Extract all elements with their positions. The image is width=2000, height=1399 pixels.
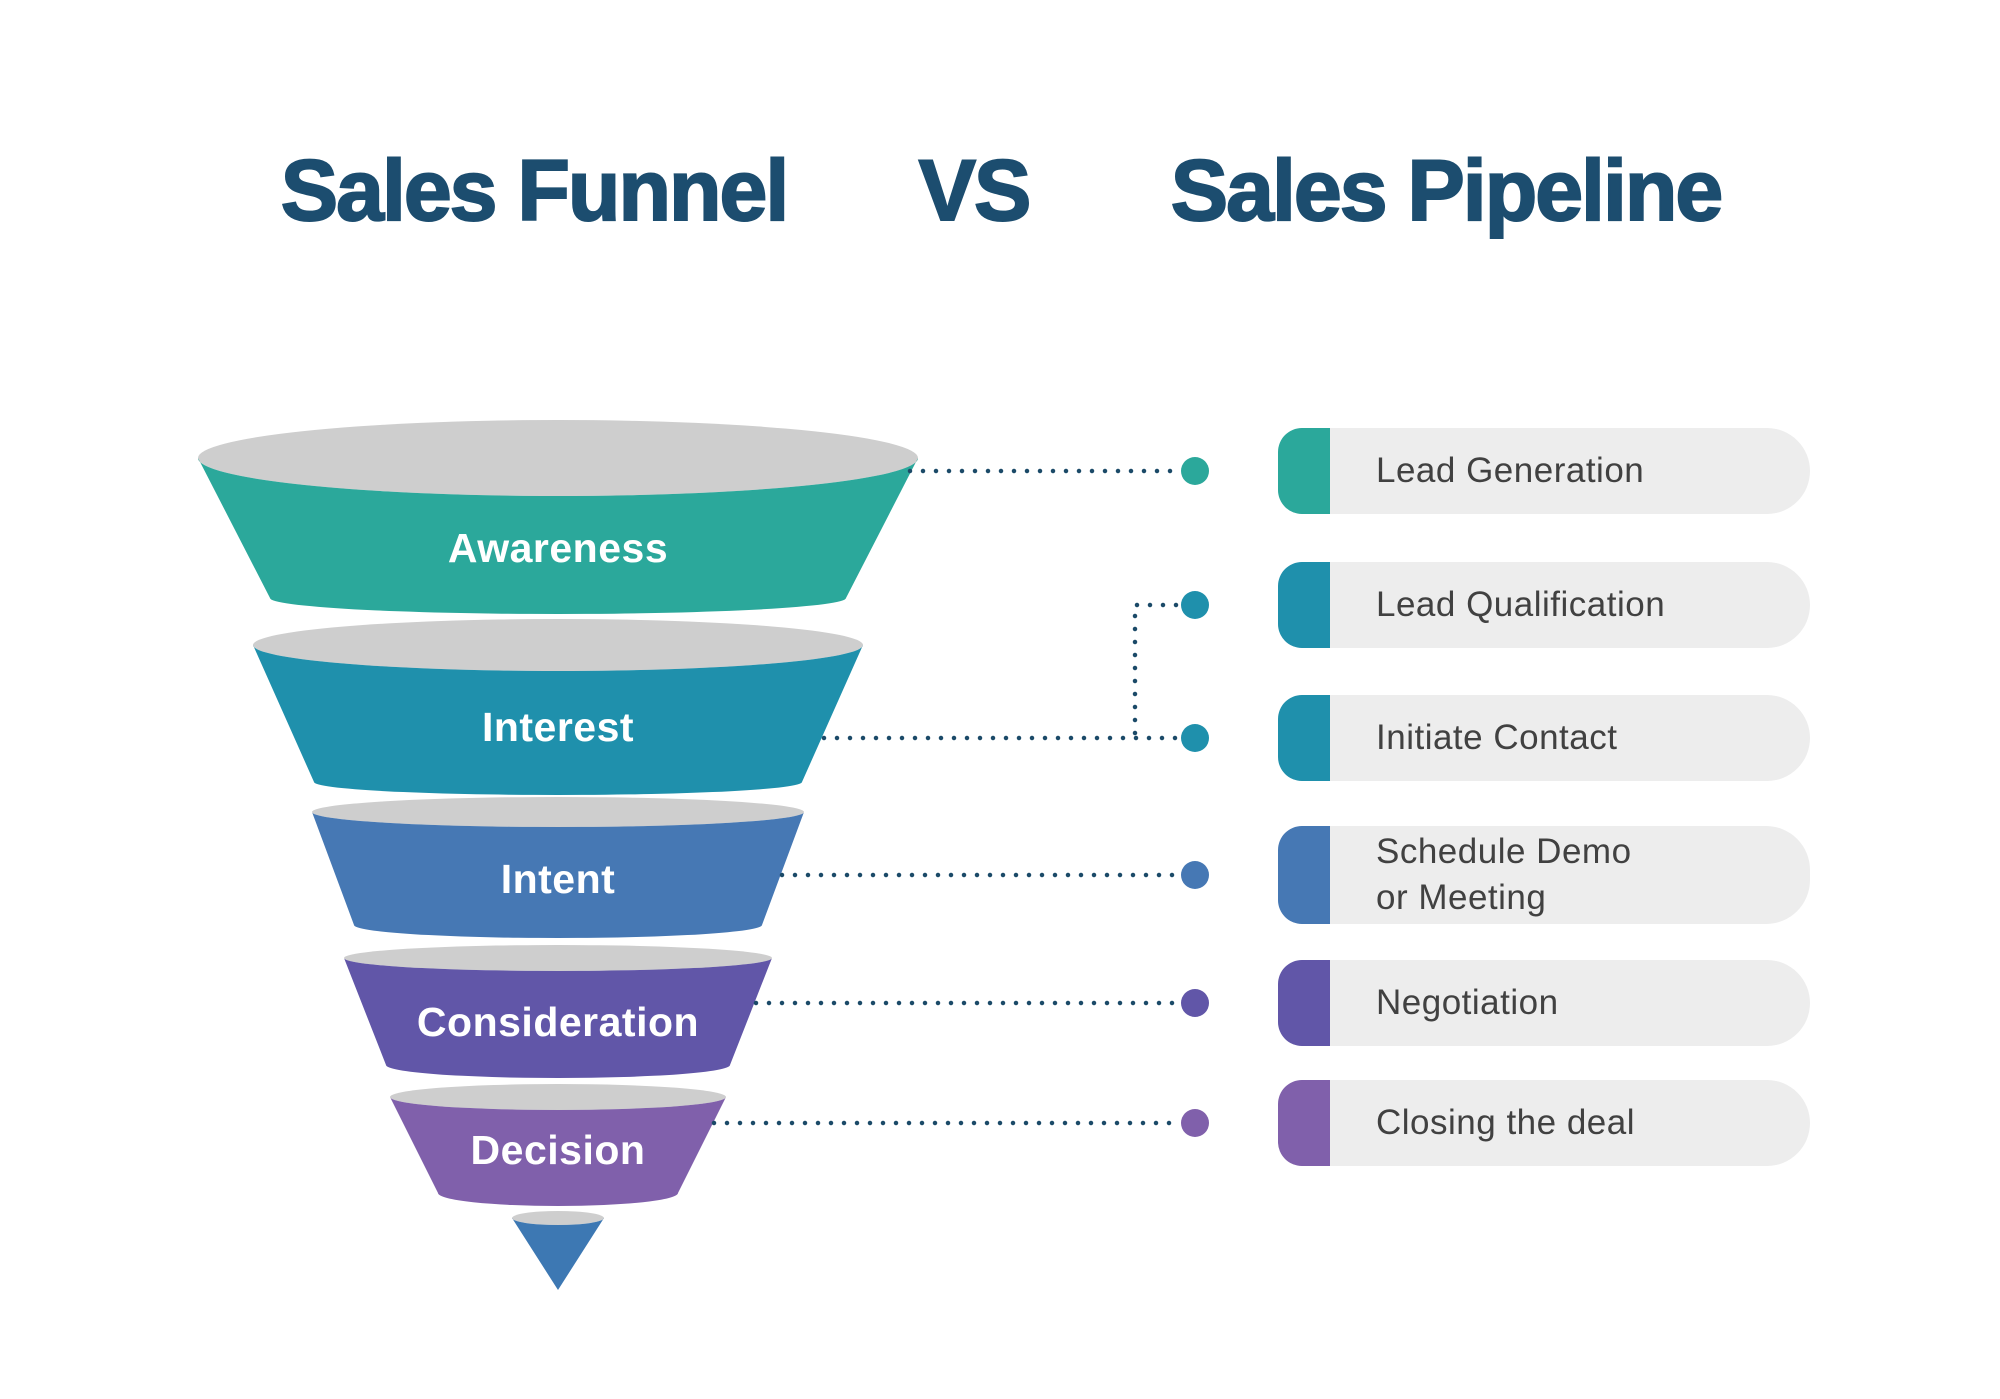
pipeline-item-tab: [1278, 562, 1330, 648]
funnel-stage-decision: [390, 1097, 726, 1206]
pipeline-item-tab: [1278, 695, 1330, 781]
funnel-spout-cone: [512, 1218, 604, 1290]
pipeline-item-negotiation: Negotiation: [1278, 960, 1810, 1046]
funnel-spout-top-surface: [512, 1211, 604, 1225]
funnel-top-surface-intent: [312, 797, 804, 827]
pipeline-item-label: Schedule Demo or Meeting: [1376, 831, 1632, 917]
funnel-stage-awareness-label: Awareness: [448, 525, 668, 571]
pipeline-item-tab: [1278, 428, 1330, 514]
connector-dot-lead-generation: [1181, 457, 1209, 485]
title-sales-funnel: Sales Funnel: [280, 142, 790, 240]
funnel-stage-interest-label: Interest: [482, 704, 634, 750]
funnel-stage-intent-label: Intent: [501, 856, 616, 902]
pipeline-item-label: Lead Qualification: [1376, 584, 1666, 624]
title-vs: VS: [918, 142, 1033, 240]
connector-dot-schedule-demo: [1181, 861, 1209, 889]
pipeline-item-label: Closing the deal: [1376, 1102, 1635, 1142]
title-sales-pipeline: Sales Pipeline: [1170, 142, 1724, 240]
pipeline-item-lead-qualification: Lead Qualification: [1278, 562, 1810, 648]
connector-dot-negotiation: [1181, 989, 1209, 1017]
pipeline-item-lead-generation: Lead Generation: [1278, 428, 1810, 514]
funnel-stage-intent: [312, 812, 804, 938]
connector-dot-initiate-contact: [1181, 724, 1209, 752]
pipeline-item-label: Lead Generation: [1376, 450, 1645, 490]
pipeline-item-schedule-demo: Schedule Demo or Meeting: [1278, 826, 1810, 924]
funnel-top-surface-consideration: [344, 945, 772, 971]
pipeline-item-tab: [1278, 960, 1330, 1046]
pipeline-item-tab: [1278, 826, 1330, 924]
pipeline-item-label: Initiate Contact: [1376, 717, 1618, 757]
pipeline-item-tab: [1278, 1080, 1330, 1166]
funnel-stage-consideration: [344, 958, 772, 1078]
pipeline-item-label: Negotiation: [1376, 982, 1559, 1022]
funnel-stage-interest: [253, 645, 863, 795]
connector-interest-lead-qualification: [1132, 602, 1179, 741]
funnel-top-surface-decision: [390, 1084, 726, 1110]
funnel-top-surface-interest: [253, 619, 863, 671]
connector-dot-closing-deal: [1181, 1109, 1209, 1137]
funnel-top-surface-awareness: [198, 420, 918, 496]
connector-dot-lead-qualification: [1181, 591, 1209, 619]
funnel-stage-consideration-label: Consideration: [417, 999, 699, 1045]
funnel-stage-awareness: [198, 458, 918, 614]
pipeline-item-initiate-contact: Initiate Contact: [1278, 695, 1810, 781]
funnel-stage-decision-label: Decision: [471, 1127, 646, 1173]
pipeline-item-closing-the-deal: Closing the deal: [1278, 1080, 1810, 1166]
